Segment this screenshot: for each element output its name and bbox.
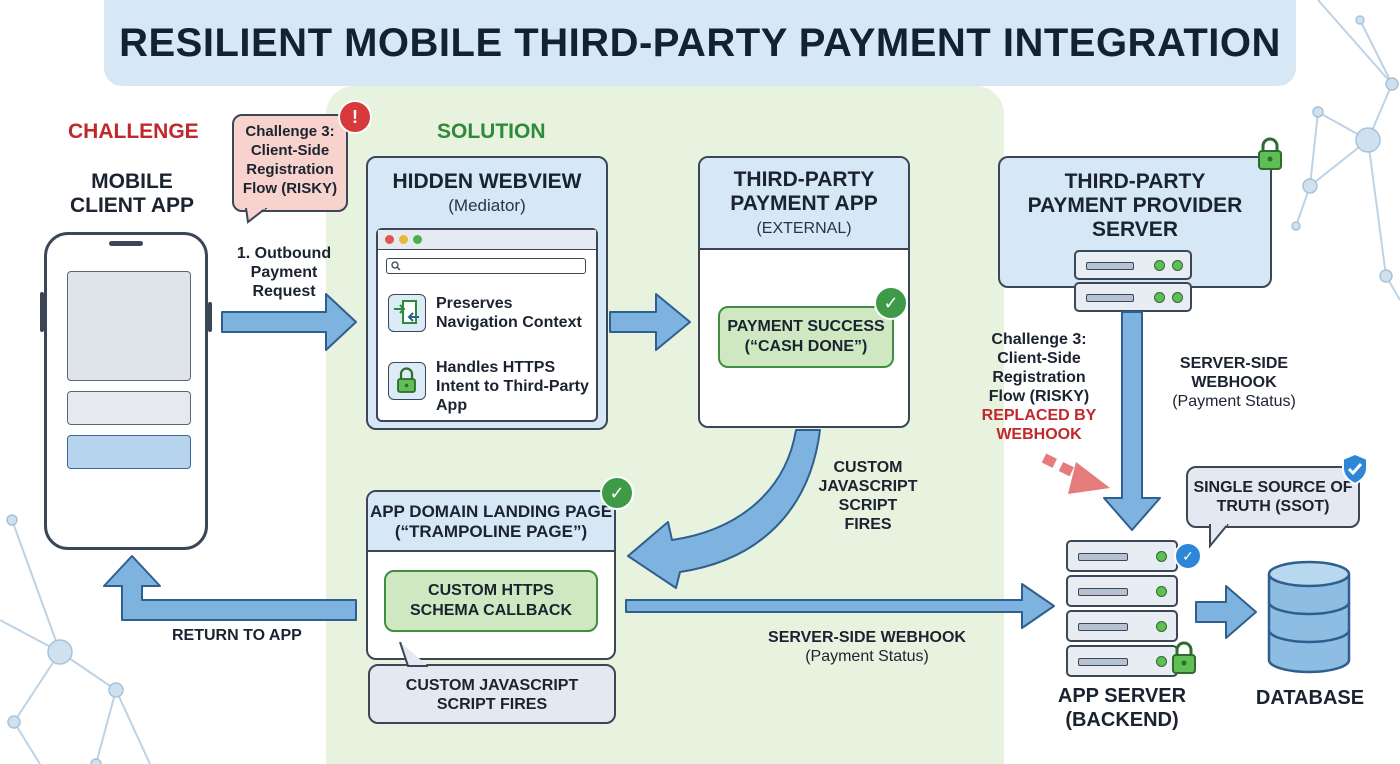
custom-js-fires-label: CUSTOM JAVASCRIPT SCRIPT FIRES <box>818 459 918 533</box>
arrow-webhook-vertical <box>1103 311 1161 531</box>
lock-icon <box>1172 641 1196 674</box>
lock-icon <box>1258 137 1282 170</box>
phone-field-block <box>67 391 191 425</box>
window-maximize-dot-icon <box>413 235 422 244</box>
third-party-payment-app-panel: THIRD-PARTY PAYMENT APP (EXTERNAL) <box>698 156 910 428</box>
custom-https-schema-callback: CUSTOM HTTPS SCHEMA CALLBACK <box>384 570 598 632</box>
arrow-webhook-horizontal <box>625 583 1055 629</box>
feature-preserves-navigation: Preserves Navigation Context <box>436 295 582 331</box>
phone-speaker-icon <box>109 241 143 246</box>
payment-app-subtitle: (EXTERNAL) <box>756 220 852 237</box>
phone-side-button-icon <box>208 302 212 332</box>
app-server-unit-icon <box>1066 575 1178 607</box>
custom-js-bubble: CUSTOM JAVASCRIPT SCRIPT FIRES <box>368 664 616 724</box>
arrow-dashed-replaced <box>1041 453 1083 481</box>
provider-server-title: THIRD-PARTY PAYMENT PROVIDER SERVER <box>1027 170 1243 241</box>
phone-button-block <box>67 435 191 469</box>
arrow-return-to-app <box>103 555 357 621</box>
return-to-app-label: RETURN TO APP <box>172 627 302 644</box>
check-icon: ✓ <box>600 476 634 510</box>
phone-content-block <box>67 271 191 381</box>
search-icon <box>391 261 401 271</box>
arrow-dashed-head <box>1068 462 1110 494</box>
hidden-webview-subtitle: (Mediator) <box>448 196 526 215</box>
provider-server-unit-icon <box>1074 250 1192 280</box>
transfer-icon <box>388 294 426 332</box>
outbound-request-label: 1. Outbound Payment Request <box>236 245 332 300</box>
ssot-bubble: SINGLE SOURCE OF TRUTH (SSOT) <box>1186 466 1360 528</box>
payment-app-title: THIRD-PARTY PAYMENT APP <box>730 168 878 215</box>
page-title: RESILIENT MOBILE THIRD-PARTY PAYMENT INT… <box>119 20 1281 65</box>
mobile-phone-mockup <box>44 232 208 550</box>
alert-icon: ! <box>338 100 372 134</box>
webhook-horizontal-label: SERVER-SIDE WEBHOOK (Payment Status) <box>768 629 966 665</box>
challenge-bubble-client-side: Challenge 3: Client-Side Registration Fl… <box>232 114 348 212</box>
check-icon: ✓ <box>1174 542 1202 570</box>
window-close-dot-icon <box>385 235 394 244</box>
feature-handles-https-intent: Handles HTTPS Intent to Third-Party App <box>436 359 589 414</box>
phone-side-button-icon <box>40 292 44 332</box>
challenge-label: CHALLENGE <box>68 120 199 143</box>
check-icon: ✓ <box>874 286 908 320</box>
database-icon <box>1267 560 1351 674</box>
landing-page-title: APP DOMAIN LANDING PAGE (“TRAMPOLINE PAG… <box>369 502 613 541</box>
app-server-unit-icon <box>1066 645 1178 677</box>
browser-window-mockup: Preserves Navigation Context Handles HTT… <box>376 228 598 422</box>
window-minimize-dot-icon <box>399 235 408 244</box>
app-server-unit-icon <box>1066 610 1178 642</box>
hidden-webview-title: HIDDEN WEBVIEW <box>392 170 582 193</box>
solution-label: SOLUTION <box>437 120 546 143</box>
app-server-label: APP SERVER (BACKEND) <box>1057 685 1187 731</box>
title-banner: RESILIENT MOBILE THIRD-PARTY PAYMENT INT… <box>104 0 1296 86</box>
webhook-vertical-label: SERVER-SIDE WEBHOOK (Payment Status) <box>1172 355 1296 410</box>
bubble-tail-icon <box>399 642 428 667</box>
payment-success-status: PAYMENT SUCCESS (“CASH DONE”) <box>718 306 894 368</box>
lock-icon <box>388 362 426 400</box>
shield-check-icon <box>1342 452 1368 486</box>
arrow-curved-to-landing <box>627 429 821 589</box>
browser-address-bar <box>386 258 586 274</box>
mobile-client-title: MOBILE CLIENT APP <box>69 170 195 217</box>
bubble-tail-icon <box>1209 524 1229 549</box>
arrow-to-payment-app <box>609 293 691 351</box>
arrow-to-database <box>1195 585 1257 639</box>
arrow-outbound-request <box>221 293 357 351</box>
database-label: DATABASE <box>1255 687 1365 709</box>
challenge-replaced-note: Challenge 3: Client-Side Registration Fl… <box>981 331 1097 443</box>
browser-toolbar <box>378 230 596 250</box>
bubble-tail-icon <box>244 208 268 224</box>
